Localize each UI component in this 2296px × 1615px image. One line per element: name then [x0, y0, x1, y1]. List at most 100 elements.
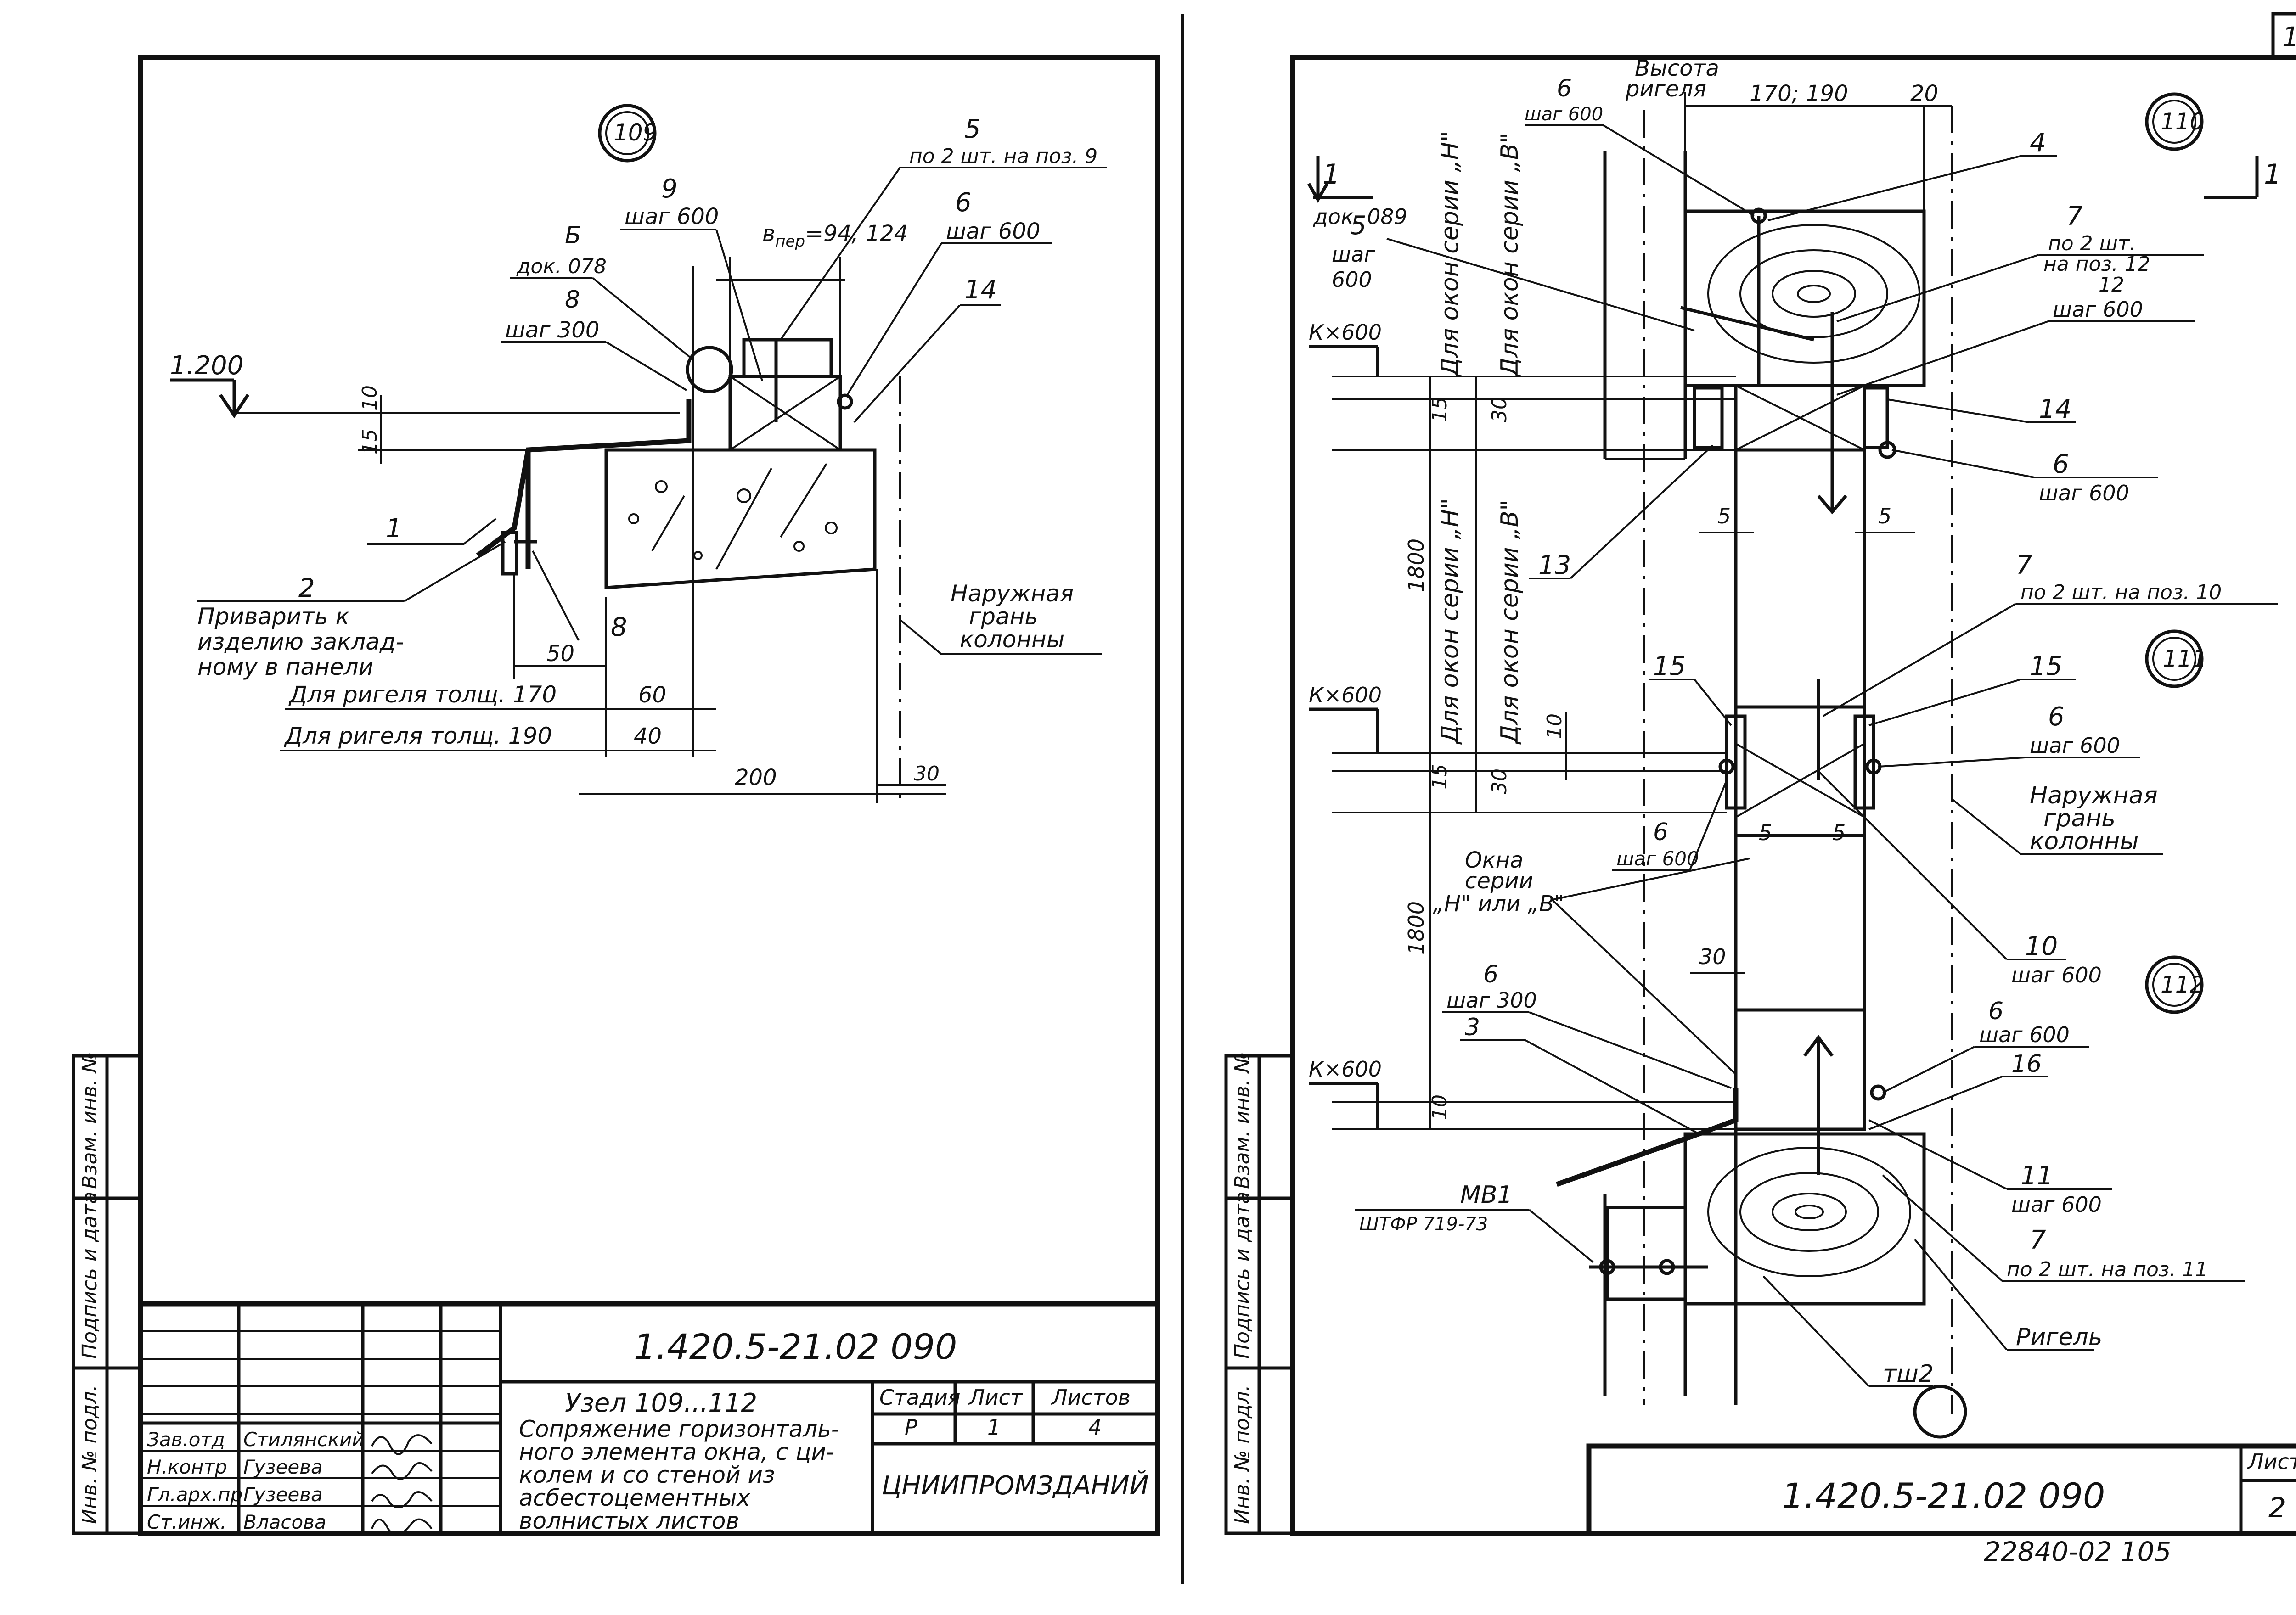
r-callout-7a-note-2: на поз. 12 [2043, 252, 2150, 276]
callout-2: 2 [298, 573, 315, 603]
r-callout-7c-note: по 2 шт. на поз. 11 [2007, 1258, 2208, 1281]
r-windows-2: серии [1465, 868, 1533, 894]
node-111-label: 111 [2163, 645, 2206, 672]
title-line-5: асбестоцементных [519, 1485, 750, 1511]
r-dim-30: 30 [1699, 944, 1726, 969]
r-dim-5-b: 5 [1878, 504, 1891, 528]
dim-10-a: 10 [1543, 713, 1566, 739]
rigel-height-2: ригеля [1625, 76, 1706, 102]
callout-14: 14 [964, 275, 997, 305]
sheets-header: Листов [1051, 1385, 1131, 1410]
person-name-1: Стилянский [243, 1428, 365, 1451]
right-sheet-value: 2 [2268, 1492, 2286, 1524]
r-callout-4: 4 [2030, 128, 2046, 158]
r-callout-6c: 6 [2048, 702, 2065, 732]
stage-header: Стадия [879, 1385, 960, 1410]
callout-B: Б [565, 222, 581, 249]
right-stamp-label-1: Инв. № подл. [1231, 1385, 1254, 1524]
person-name-4: Власова [243, 1511, 326, 1533]
r-dim-5-d: 5 [1832, 820, 1846, 845]
r-tsh2: тш2 [1883, 1360, 1934, 1388]
window-frame-mid [1734, 705, 1866, 837]
callout-B-doc: док. 078 [516, 255, 607, 278]
person-role-3: Гл.арх.пр [147, 1483, 242, 1506]
r-callout-6e: 6 [1988, 998, 2003, 1025]
callout-1: 1 [386, 514, 402, 544]
tsh2-circle [1913, 1385, 1967, 1439]
series-B-mid: Для окон серии „В" [1496, 500, 1524, 745]
callout-8: 8 [565, 286, 580, 314]
r-callout-6d: 6 [1483, 961, 1498, 988]
rigel-height-1: Высота [1635, 56, 1719, 81]
dim-10: 10 [358, 385, 382, 411]
sheets-value: 4 [1088, 1415, 1102, 1440]
r-dim-5-c: 5 [1759, 820, 1772, 845]
series-B-top: Для окон серии „В" [1496, 133, 1524, 377]
r-callout-6-mid-step: шаг 600 [1616, 847, 1699, 870]
title-line-4: колем и со стеной из [519, 1462, 775, 1488]
left-stamp-label-2: Подпись и дата [78, 1192, 101, 1359]
r-callout-7b-note: по 2 шт. на поз. 10 [2020, 581, 2222, 604]
section-doc: док. 089 [1313, 204, 1407, 229]
r-callout-12-step: шаг 600 [2053, 297, 2143, 322]
dim-15-b: 15 [1428, 764, 1452, 790]
dim-30-b: 30 [1488, 768, 1511, 794]
dim-50: 50 [546, 641, 574, 667]
title-line-6: волнистых листов [519, 1508, 739, 1534]
rigel-190-label: Для ригеля толщ. 190 [284, 723, 552, 749]
outer-face-label-3: колонны [960, 626, 1064, 653]
person-role-4: Ст.инж. [147, 1511, 226, 1533]
node-110-label: 110 [2161, 108, 2204, 135]
sheet-value: 1 [987, 1415, 1001, 1440]
callout-9-step: шаг 600 [625, 204, 719, 230]
r-windows-1: Окна [1465, 847, 1524, 873]
r-callout-15-a: 15 [1653, 651, 1686, 681]
callout-2-note-2: изделию заклад- [197, 628, 404, 655]
r-callout-6-mid: 6 [1653, 819, 1668, 846]
person-name-2: Гузеева [243, 1456, 323, 1478]
r-windows-3: „Н" или „В" [1433, 891, 1564, 917]
rigel-top [1683, 209, 1926, 387]
callout-5-note: по 2 шт. на поз. 9 [909, 145, 1097, 168]
left-sheet-frame [138, 55, 1160, 1536]
callout-9: 9 [661, 174, 678, 204]
node-marker-111 [2145, 629, 2204, 688]
dim-20: 20 [1910, 81, 1938, 107]
r-callout-7a: 7 [2066, 202, 2083, 231]
kx600-mark-3: К×600 [1309, 1057, 1382, 1082]
left-sheet: Инв. № подл. Подпись и дата Взам. инв. №… [72, 55, 1160, 1536]
window-frame-bottom [1734, 1008, 1866, 1131]
r-callout-6e-step: шаг 600 [1979, 1022, 2070, 1047]
bottom-numbers: 22840-02 105 [1984, 1536, 2171, 1567]
right-title-strip [1586, 1443, 2296, 1536]
callout-5: 5 [964, 114, 981, 144]
node-marker-112 [2145, 955, 2204, 1014]
r-callout-6b-step: шаг 600 [2039, 481, 2129, 505]
right-doc-code: 1.420.5-21.02 090 [1782, 1475, 2105, 1516]
callout-8-step: шаг 300 [505, 317, 599, 343]
r-outer-face-1: Наружная [2030, 782, 2158, 809]
detail-circle-B [686, 346, 733, 393]
dim-1800-a: 1800 [1404, 538, 1429, 592]
r-callout-6-top-step: шаг 600 [1525, 104, 1603, 125]
signature-1 [371, 1434, 433, 1455]
r-callout-3: 3 [1465, 1014, 1480, 1041]
callout-2-note-1: Приварить к [197, 603, 349, 630]
title-block: 1.420.5-21.02 090 Узел 109...112 Сопряже… [138, 1301, 1160, 1536]
person-role-2: Н.контр [147, 1456, 227, 1478]
dim-15: 15 [358, 429, 382, 454]
dim-170-190: 170; 190 [1750, 81, 1848, 107]
right-sheet-header: Лист [2247, 1449, 2296, 1474]
person-role-1: Зав.отд [147, 1428, 225, 1451]
signature-4 [371, 1518, 433, 1536]
callout-2-note-3: ному в панели [197, 654, 373, 680]
right-stamp-label-3: Взам. инв. № [1231, 1052, 1254, 1189]
dim-30: 30 [914, 762, 940, 785]
dim-1800-b: 1800 [1404, 901, 1429, 955]
r-rigel-label: Ригель [2016, 1323, 2102, 1351]
kx600-mark-1: К×600 [1309, 320, 1382, 345]
r-callout-11: 11 [2020, 1161, 2053, 1191]
sheet-header: Лист [968, 1385, 1023, 1410]
callout-brige: впер=94; 124 [762, 221, 908, 251]
